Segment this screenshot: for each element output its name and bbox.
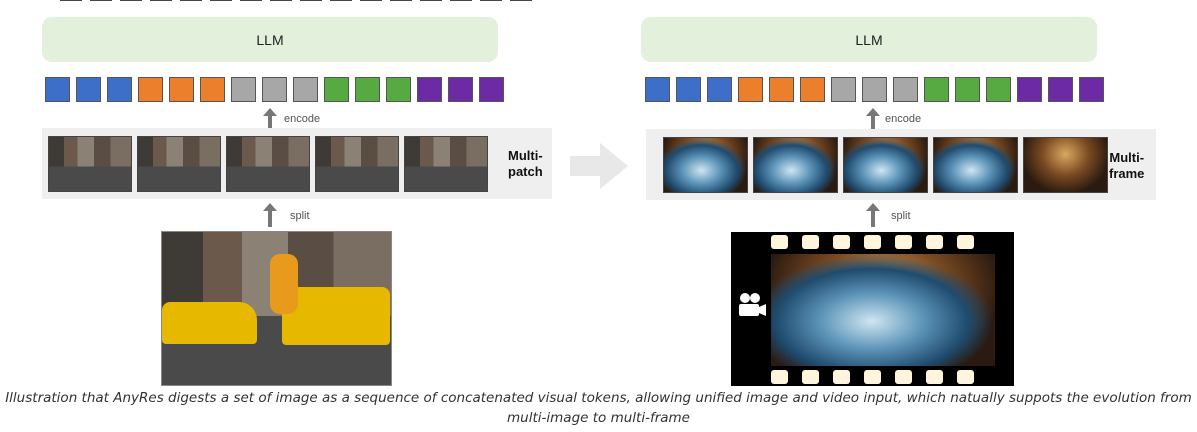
top-cropped-strip [0,0,1197,4]
encode-label-left: encode [284,113,321,125]
token-left [355,77,380,102]
token-right [800,77,825,102]
taxi-shape [162,302,257,344]
llm-box-left: LLM [42,17,498,62]
token-row-right [645,77,1104,102]
token-right [645,77,670,102]
frame-thumbnail [843,137,928,193]
video-camera-icon [739,293,766,316]
token-left [169,77,194,102]
multi-frame-label: Multi- frame [1109,150,1144,182]
token-right [1048,77,1073,102]
token-left [293,77,318,102]
llm-label-right: LLM [855,31,883,48]
multi-frame-label-line2: frame [1109,166,1145,181]
token-right [769,77,794,102]
token-left [262,77,287,102]
multi-patch-label: Multi- patch [508,148,543,180]
film-holes-bottom [771,370,974,384]
frame-thumbnail [663,137,748,193]
caption-line-2: multi-image to multi-frame [507,410,690,426]
token-left [448,77,473,102]
multi-patch-label-line2: patch [508,164,543,179]
token-left [138,77,163,102]
token-left [324,77,349,102]
figure-caption: Illustration that AnyRes digests a set o… [0,388,1197,428]
caption-line-1: Illustration that AnyRes digests a set o… [5,390,1192,406]
encode-arrow-right [866,108,880,129]
frame-thumbnails [663,137,1108,193]
token-right [955,77,980,102]
token-left [76,77,101,102]
token-right [986,77,1011,102]
split-arrow-right [866,203,880,227]
patch-thumbnail [315,136,399,192]
encode-label-right: encode [885,113,922,125]
split-arrow-left [263,203,277,227]
token-right [676,77,701,102]
token-right [862,77,887,102]
patch-thumbnail [404,136,488,192]
split-label-right: split [891,210,911,222]
token-right [738,77,763,102]
multi-frame-label-line1: Multi- [1109,150,1145,165]
multi-patch-label-line1: Multi- [508,148,543,163]
video-frame [771,254,995,366]
frame-thumbnail [933,137,1018,193]
patch-thumbnail [48,136,132,192]
llm-label-left: LLM [256,31,284,48]
patch-thumbnail [137,136,221,192]
llm-box-right: LLM [641,17,1097,62]
source-video-filmstrip [731,232,1014,386]
token-left [386,77,411,102]
token-right [707,77,732,102]
token-right [831,77,856,102]
token-left [107,77,132,102]
token-right [1017,77,1042,102]
token-left [479,77,504,102]
source-image-taxi [161,231,392,386]
token-left [200,77,225,102]
token-left [231,77,256,102]
token-right [893,77,918,102]
token-left [45,77,70,102]
frame-thumbnail [753,137,838,193]
token-left [417,77,442,102]
split-label-left: split [290,210,310,222]
taxi-shape [282,287,390,345]
film-holes-top [771,235,974,249]
token-right [924,77,949,102]
right-arrow-icon [570,143,628,189]
token-right [1079,77,1104,102]
encode-arrow-left [263,108,277,129]
patch-thumbnails [48,136,488,192]
token-row-left [45,77,504,102]
person-shape [270,254,298,314]
patch-thumbnail [226,136,310,192]
frame-thumbnail [1023,137,1108,193]
